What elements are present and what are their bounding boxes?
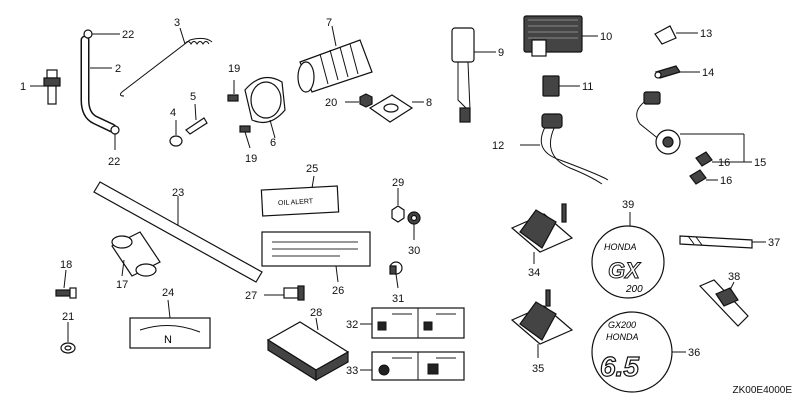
part-33-warning-label[interactable]	[360, 351, 465, 381]
callout-10: 10	[600, 31, 612, 43]
callout-2: 2	[115, 63, 121, 75]
decal-honda-bottom: HONDA	[606, 332, 639, 342]
part-17-socket-wrench[interactable]	[111, 231, 161, 277]
callout-36: 36	[688, 347, 700, 359]
decal-gx-number: 200	[625, 284, 643, 295]
part-22-clip-top[interactable]	[83, 29, 120, 39]
callout-11: 11	[582, 81, 593, 93]
callout-9: 9	[498, 47, 504, 59]
callout-32: 32	[346, 319, 358, 331]
callout-28: 28	[310, 307, 322, 319]
part-16-key-upper[interactable]	[695, 151, 713, 167]
callout-23: 23	[172, 187, 184, 199]
part-3-spring-rod[interactable]	[119, 27, 213, 97]
part-34-mount[interactable]	[510, 203, 574, 264]
part-31-clamp[interactable]	[389, 261, 403, 289]
callout-35: 35	[532, 363, 544, 375]
part-9-module[interactable]	[451, 27, 496, 123]
callout-29: 29	[392, 177, 404, 189]
callout-37: 37	[768, 237, 780, 249]
part-15-key-switch[interactable]	[636, 91, 681, 155]
part-6-cover[interactable]	[244, 76, 286, 139]
part-4-collar[interactable]	[169, 120, 183, 147]
callout-8: 8	[426, 97, 432, 109]
callout-16-upper: 16	[718, 157, 730, 169]
part-12-wire-harness[interactable]	[520, 113, 609, 185]
callout-18: 18	[60, 259, 72, 271]
callout-4: 4	[170, 107, 176, 119]
part-28-pad[interactable]	[266, 317, 350, 382]
part-35-mount[interactable]	[510, 289, 574, 358]
callout-22-top: 22	[122, 29, 134, 41]
callout-5: 5	[190, 91, 196, 103]
callout-19-bottom: 19	[245, 153, 257, 165]
part-27-fitting[interactable]	[264, 285, 305, 301]
part-36-gx200-6-5-decal[interactable]: GX200 HONDA 6.5	[591, 311, 686, 393]
callout-34: 34	[528, 267, 540, 279]
callout-13: 13	[700, 28, 712, 40]
part-23-rod[interactable]	[93, 181, 263, 283]
part-8-gasket[interactable]	[368, 94, 424, 123]
callout-30: 30	[408, 245, 420, 257]
decal-6-5: 6.5	[600, 351, 639, 382]
decal-gx: GX	[608, 258, 641, 283]
callout-22-bottom: 22	[108, 156, 120, 168]
part-14-terminal[interactable]	[654, 65, 700, 79]
callout-31: 31	[392, 293, 404, 305]
part-22-clip-bottom[interactable]	[110, 125, 120, 150]
callout-6: 6	[270, 137, 276, 149]
part-5-pin[interactable]	[185, 103, 208, 135]
part-37-strip[interactable]	[679, 235, 766, 249]
part-13-screw[interactable]	[654, 25, 698, 45]
callout-26: 26	[332, 285, 344, 297]
part-29-nut[interactable]	[391, 188, 405, 223]
part-18-bolt[interactable]	[55, 269, 77, 299]
part-19-bolt-bottom[interactable]	[239, 125, 251, 149]
callout-25: 25	[306, 163, 318, 175]
tag-glyph: N	[164, 334, 172, 346]
decal-honda-top: HONDA	[604, 242, 637, 252]
callout-24: 24	[162, 287, 174, 299]
callout-27: 27	[245, 290, 257, 302]
part-10-regulator[interactable]	[523, 15, 598, 57]
part-30-grommet[interactable]	[407, 211, 421, 240]
part-1-fitting[interactable]	[30, 69, 61, 105]
callout-21: 20	[325, 97, 337, 109]
part-26-label[interactable]	[261, 231, 371, 283]
decal-gx200: GX200	[608, 320, 636, 330]
part-39-gx200-decal[interactable]: HONDA GX 200	[591, 212, 665, 299]
callout-19-top: 19	[228, 63, 240, 75]
callout-33: 33	[346, 365, 358, 377]
part-16-key-lower[interactable]	[689, 169, 707, 185]
part-20-washer[interactable]	[60, 322, 76, 354]
callout-16-lower: 16	[720, 175, 732, 187]
callout-7: 7	[326, 17, 332, 29]
part-24-tag[interactable]: N	[129, 299, 211, 349]
callout-15: 15	[754, 157, 766, 169]
callout-3: 3	[174, 17, 180, 29]
part-7-grip[interactable]	[297, 25, 373, 93]
part-2-hose[interactable]	[80, 35, 117, 133]
oil-alert-text: OIL ALERT	[278, 198, 314, 207]
part-32-warning-label[interactable]	[360, 307, 465, 339]
callout-1: 1	[20, 81, 26, 93]
callout-39: 39	[622, 199, 634, 211]
callout-12: 12	[492, 140, 504, 152]
part-19-bolt-top[interactable]	[227, 80, 239, 102]
part-21-nut[interactable]	[345, 93, 373, 108]
callout-17: 17	[116, 279, 128, 291]
part-25-oil-alert-label[interactable]: OIL ALERT	[260, 175, 340, 217]
callout-20: 21	[62, 311, 74, 323]
part-11-relay[interactable]	[542, 75, 580, 97]
callout-38: 38	[728, 271, 740, 283]
part-38-spark-plug[interactable]	[698, 279, 749, 327]
diagram-code: ZK00E4000E	[732, 385, 793, 396]
callout-14: 14	[702, 67, 714, 79]
